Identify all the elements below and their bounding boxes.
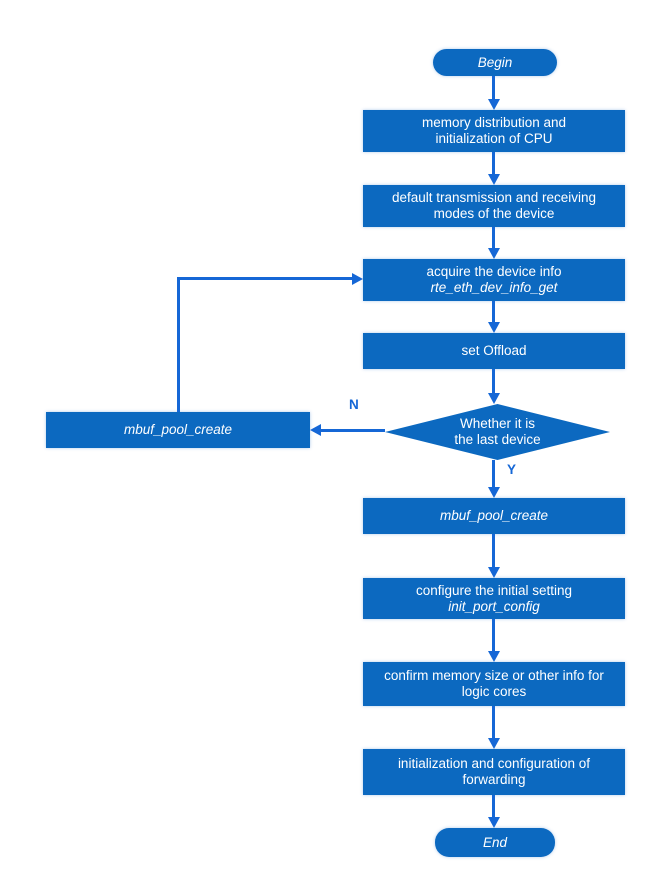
edge-label-yes: Y [507, 462, 517, 477]
connector-configure-confirm [492, 619, 495, 651]
arrowhead-offload-decision [488, 393, 500, 404]
arrowhead-mbuf-configure [488, 567, 500, 578]
node-decision-line1: Whether it is [459, 416, 536, 431]
connector-memory-modes [492, 152, 495, 174]
connector-offload-decision [492, 369, 495, 393]
node-init-forwarding-line1: initialization and configuration of [397, 756, 591, 771]
arrowhead-begin-memory [488, 99, 500, 110]
arrowhead-loop-acquire [352, 273, 363, 285]
node-configure-line1: configure the initial setting [415, 582, 573, 598]
connector-loop-horizontal [177, 277, 353, 280]
node-init-forwarding: initialization and configuration of forw… [363, 749, 625, 795]
node-confirm-memory: confirm memory size or other info for lo… [363, 662, 625, 706]
node-decision-line2: the last device [454, 432, 541, 447]
connector-confirm-forwarding [492, 706, 495, 738]
node-set-offload: set Offload [363, 333, 625, 369]
node-begin-label: Begin [477, 54, 513, 70]
node-acquire-device-info: acquire the device info rte_eth_dev_info… [363, 259, 625, 301]
node-configure-initial-setting: configure the initial setting init_port_… [363, 578, 625, 619]
node-last-device-decision: Whether it is the last device [385, 404, 610, 460]
arrowhead-forwarding-end [488, 817, 500, 828]
arrowhead-configure-confirm [488, 651, 500, 662]
node-default-modes: default transmission and receiving modes… [363, 185, 625, 227]
arrowhead-acquire-offload [488, 322, 500, 333]
edge-label-no: N [349, 397, 359, 412]
connector-loop-vertical [177, 277, 180, 412]
arrowhead-decision-yes [488, 487, 500, 498]
connector-mbuf-configure [492, 534, 495, 567]
node-memory-init-line1: memory distribution and [421, 115, 567, 130]
arrowhead-modes-acquire [488, 248, 500, 259]
node-begin: Begin [433, 49, 557, 76]
connector-modes-acquire [492, 227, 495, 248]
node-mbuf-pool-create-loop: mbuf_pool_create [46, 412, 310, 448]
node-end-label: End [482, 834, 508, 850]
connector-forwarding-end [492, 795, 495, 817]
node-init-forwarding-line2: forwarding [462, 772, 526, 787]
node-mbuf-pool-create-loop-code: mbuf_pool_create [123, 422, 233, 437]
connector-decision-yes [492, 460, 495, 487]
arrowhead-memory-modes [488, 174, 500, 185]
node-configure-code: init_port_config [448, 598, 540, 614]
node-mbuf-pool-create: mbuf_pool_create [363, 498, 625, 534]
connector-acquire-offload [492, 301, 495, 322]
node-confirm-memory-line1: confirm memory size or other info for [384, 668, 604, 683]
node-acquire-device-info-code: rte_eth_dev_info_get [430, 280, 558, 295]
connector-begin-memory [492, 76, 495, 99]
arrowhead-decision-no [310, 424, 321, 436]
node-mbuf-pool-create-code: mbuf_pool_create [439, 508, 549, 523]
node-memory-init-line2: initialization of CPU [435, 131, 553, 146]
node-default-modes-line1: default transmission and receiving [391, 190, 597, 205]
node-end: End [435, 828, 555, 857]
node-confirm-memory-line2: logic cores [461, 684, 527, 699]
node-default-modes-line2: modes of the device [433, 206, 555, 221]
node-memory-init: memory distribution and initialization o… [363, 110, 625, 152]
node-acquire-device-info-line1: acquire the device info [426, 264, 562, 279]
node-set-offload-line1: set Offload [461, 343, 527, 358]
arrowhead-confirm-forwarding [488, 738, 500, 749]
connector-decision-no [320, 429, 385, 432]
